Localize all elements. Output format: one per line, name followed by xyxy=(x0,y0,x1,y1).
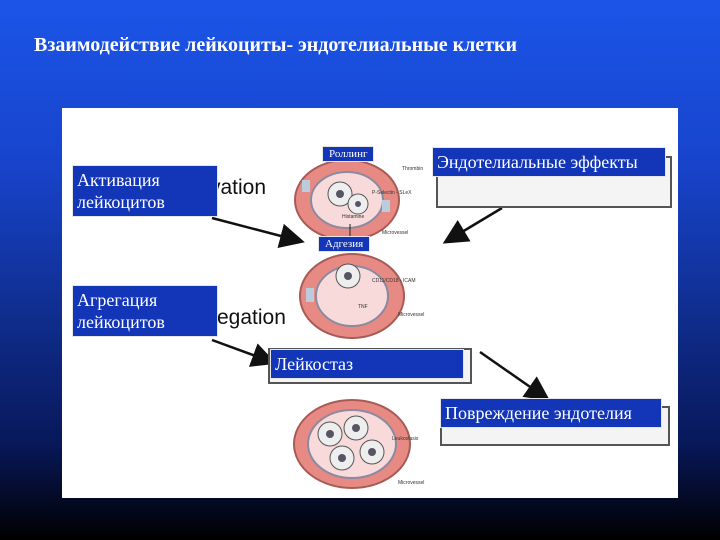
microvessel2-label: Microvessel xyxy=(398,312,425,318)
vessel-rolling-illustration xyxy=(294,159,400,241)
vessel-adhesion-illustration xyxy=(299,253,405,339)
aggregation-en-text: regation xyxy=(210,306,286,329)
microvessel3-label: Microvessel xyxy=(398,480,425,486)
arrow-aggregation xyxy=(211,338,277,367)
arrow-endothelial xyxy=(442,206,503,244)
arrow-damage xyxy=(479,350,551,401)
histamine-label: Histamine xyxy=(342,214,365,220)
slide-title: Взаимодействие лейкоциты- эндотелиальные… xyxy=(34,34,518,56)
pselectin-label: P-Selectin - SLeX xyxy=(372,190,412,196)
arrow-activation xyxy=(211,216,305,249)
microvessel-label: Microvessel xyxy=(382,230,409,236)
activation-en-text: vation xyxy=(210,176,267,199)
vessel-leukostasis-illustration xyxy=(293,399,411,489)
endothelial-effects-label: Эндотелиальные эффекты xyxy=(432,147,666,177)
aggregation-label: Агрегация лейкоцитов xyxy=(72,285,218,337)
leukostasis-label: Лейкостаз xyxy=(270,349,464,379)
tnf-label: TNF xyxy=(358,304,368,310)
rolling-label: Роллинг xyxy=(322,146,375,162)
leukostasis-en-label: Leukostasis xyxy=(392,436,419,442)
thrombin-label: Thrombin xyxy=(402,166,424,172)
diagram-drawing xyxy=(211,159,551,489)
activation-label: Активация лейкоцитов xyxy=(72,165,218,217)
adhesion-label: Адгезия xyxy=(318,236,371,252)
endothelial-damage-label: Повреждение эндотелия xyxy=(440,398,662,428)
cd11-label: CD11/CD18 - ICAM xyxy=(372,278,416,284)
